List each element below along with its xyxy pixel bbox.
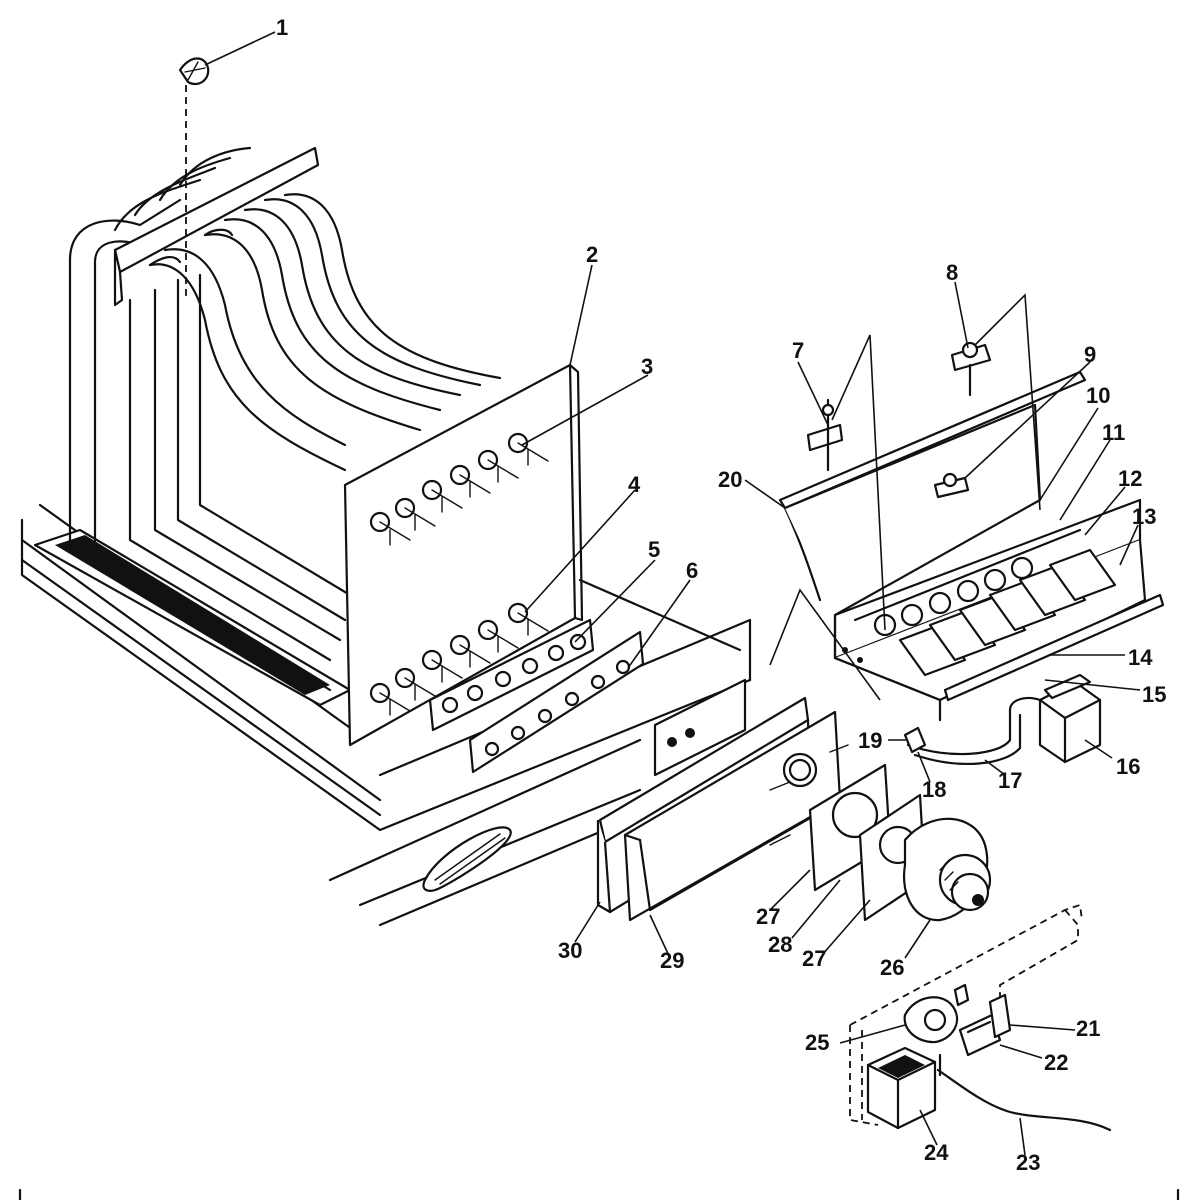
floor-vent-slot [422, 826, 512, 892]
burner-manifold-pipe [943, 593, 1165, 702]
callout-19: 19 [858, 728, 882, 753]
callout-14: 14 [1128, 645, 1153, 670]
sight-gauge [769, 744, 849, 846]
callout-26: 26 [880, 955, 904, 980]
callout-leaders [204, 31, 1141, 1156]
callout-29: 29 [660, 948, 684, 973]
limit-switch-25 [903, 983, 970, 1044]
control-switch-22 [958, 1013, 1002, 1057]
flame-rollout-wire [769, 588, 881, 701]
callout-5: 5 [648, 537, 660, 562]
burner-tubes [898, 548, 1117, 677]
callout-20: 20 [718, 467, 742, 492]
callout-27a: 27 [756, 904, 780, 929]
flame-sensor-7 [806, 398, 844, 472]
callout-23: 23 [1016, 1150, 1040, 1175]
part-1-clip [178, 57, 210, 300]
callout-10: 10 [1086, 383, 1110, 408]
callout-17: 17 [998, 768, 1022, 793]
inducer-motor-26 [902, 817, 992, 922]
pressure-switch-18-19 [903, 726, 927, 754]
control-box-frame [849, 903, 1083, 1126]
callout-28: 28 [768, 932, 792, 957]
callout-13: 13 [1132, 504, 1156, 529]
callout-30: 30 [558, 938, 582, 963]
page-corner-marks [18, 1188, 1180, 1200]
callout-2: 2 [586, 242, 598, 267]
gasket-strip-6 [468, 630, 645, 774]
lower-turbulators [369, 602, 549, 716]
callout-1: 1 [276, 15, 288, 40]
callout-21: 21 [1076, 1016, 1100, 1041]
callout-18: 18 [922, 777, 946, 802]
callout-12: 12 [1118, 466, 1142, 491]
callout-22: 22 [1044, 1050, 1068, 1075]
callout-9: 9 [1084, 342, 1096, 367]
callout-11: 11 [1102, 420, 1125, 445]
connector-21 [988, 993, 1012, 1039]
gas-pipe-17 [906, 696, 1042, 765]
callout-7: 7 [792, 338, 804, 363]
callout-25: 25 [805, 1030, 829, 1055]
callout-labels: 1 2 3 4 5 6 7 8 9 10 11 12 13 14 15 16 1… [276, 15, 1166, 1175]
callout-8: 8 [946, 260, 958, 285]
front-tube-sheet [343, 363, 584, 747]
callout-3: 3 [641, 354, 653, 379]
callout-16: 16 [1116, 754, 1140, 779]
burner-box-front-panel [653, 678, 747, 777]
gas-valve-16 [1038, 673, 1102, 764]
transformer-24 [866, 1046, 937, 1130]
burner-rail-top [778, 370, 1087, 602]
callout-6: 6 [686, 558, 698, 583]
burner-support-bracket [784, 403, 1042, 616]
callout-4: 4 [628, 472, 641, 497]
igniter-8 [950, 341, 992, 397]
gasket-strip-5 [428, 618, 595, 732]
power-cord-23 [936, 1053, 1112, 1132]
callout-24: 24 [924, 1140, 949, 1165]
callout-27b: 27 [802, 946, 826, 971]
upper-turbulators [369, 432, 549, 546]
callout-15: 15 [1142, 682, 1166, 707]
rollout-switch-9 [933, 472, 970, 499]
burner-pointer-lines [831, 293, 1041, 631]
rear-tube-plate [113, 146, 320, 307]
